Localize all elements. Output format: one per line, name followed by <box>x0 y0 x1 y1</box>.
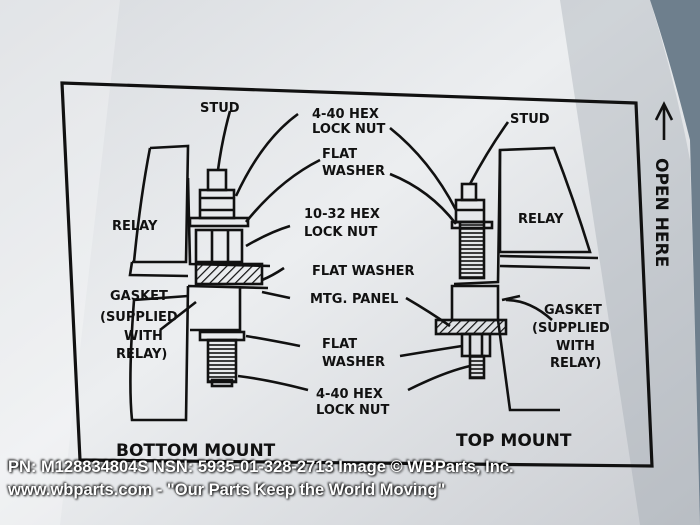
relay-housing-left <box>128 144 190 278</box>
label-flat-washer-top-1: FLAT <box>322 147 357 162</box>
flat-washer-hatched-left <box>194 262 264 286</box>
label-gasket-left-2: (SUPPLIED <box>100 310 178 325</box>
flat-washer-top-left <box>188 216 250 228</box>
label-stud-right: STUD <box>510 112 550 127</box>
label-flat-washer-bottom-1: FLAT <box>322 337 357 352</box>
label-hex-10-32-2: LOCK NUT <box>304 225 377 240</box>
label-flat-washer-top-2: WASHER <box>322 164 385 179</box>
label-gasket-right-4: RELAY) <box>550 356 601 371</box>
label-open-here: OPEN HERE <box>651 158 671 267</box>
caption-line-2: www.wbparts.com - "Our Parts Keep the Wo… <box>8 481 446 499</box>
bottom-mount-drawing <box>128 110 321 422</box>
label-hex-lock-nut-top-1: 4-40 HEX <box>312 107 379 122</box>
label-gasket-right-2: (SUPPLIED <box>532 321 610 336</box>
label-gasket-right-1: GASKET <box>544 303 602 318</box>
diagram-labels: STUD 4-40 HEX LOCK NUT FLAT WASHER RELAY… <box>100 101 671 461</box>
label-gasket-left-4: RELAY) <box>116 347 167 362</box>
caption-line-1: PN: M128834804S NSN: 5935-01-328-2713 Im… <box>8 458 514 476</box>
label-relay-left: RELAY <box>112 219 158 234</box>
label-hex-lock-nut-top-2: LOCK NUT <box>312 122 385 137</box>
label-bottom-mount: BOTTOM MOUNT <box>116 441 276 461</box>
hex-nut-10-32-left <box>194 228 244 264</box>
label-gasket-left-3: WITH <box>124 329 163 344</box>
label-hex-lock-nut-bottom-2: LOCK NUT <box>316 403 389 418</box>
label-mtg-panel: MTG. PANEL <box>310 292 398 307</box>
label-gasket-left-1: GASKET <box>110 289 168 304</box>
open-here-arrow <box>654 101 674 140</box>
mounting-panel-left <box>129 284 269 422</box>
top-mount-drawing <box>389 101 674 412</box>
label-stud-left: STUD <box>200 101 240 116</box>
label-flat-washer-bottom-2: WASHER <box>322 355 385 370</box>
label-flat-washer-mid: FLAT WASHER <box>312 264 415 279</box>
label-hex-lock-nut-bottom-1: 4-40 HEX <box>316 387 383 402</box>
label-hex-10-32-1: 10-32 HEX <box>304 207 380 222</box>
threaded-stud-left <box>206 338 238 384</box>
relay-housing-right <box>498 146 592 254</box>
threaded-stud-right <box>458 220 486 280</box>
diagram-border <box>60 81 654 468</box>
label-gasket-right-3: WITH <box>556 339 595 354</box>
label-relay-right: RELAY <box>518 212 564 227</box>
label-top-mount: TOP MOUNT <box>456 431 572 451</box>
